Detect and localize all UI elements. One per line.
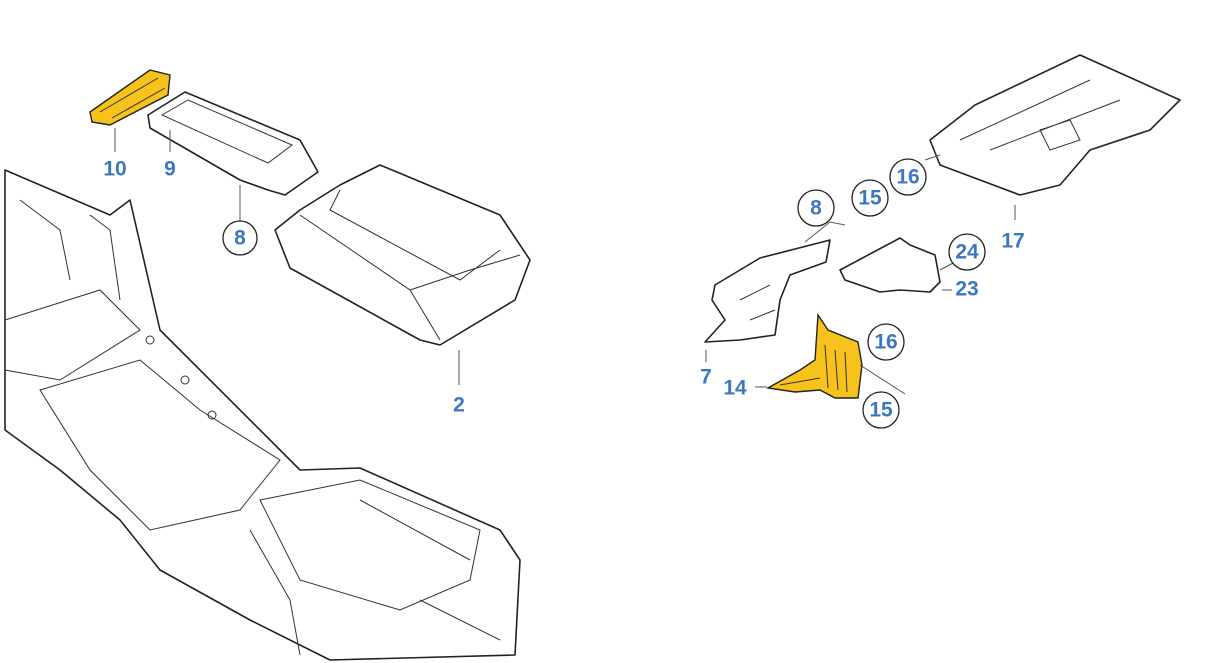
- callout-2[interactable]: 2: [453, 394, 465, 417]
- callout-16-bottom[interactable]: 16: [867, 323, 905, 361]
- callout-label: 15: [858, 187, 882, 210]
- callout-10[interactable]: 10: [103, 158, 126, 181]
- part-2-drawing: [274, 164, 531, 385]
- callout-15-bottom[interactable]: 15: [862, 391, 900, 429]
- callout-8-right[interactable]: 8: [797, 189, 835, 227]
- callout-label: 15: [869, 399, 893, 422]
- part-17-drawing: [924, 54, 1181, 220]
- callout-label: 14: [723, 377, 747, 400]
- callout-label: 16: [896, 166, 919, 189]
- callout-label: 2: [453, 394, 465, 417]
- part-14-drawing: [755, 312, 906, 399]
- callout-label: 16: [874, 331, 897, 354]
- callout-24[interactable]: 24: [948, 233, 986, 271]
- part-9-drawing: [147, 91, 319, 222]
- callout-17[interactable]: 17: [1001, 230, 1024, 253]
- callout-8-left[interactable]: 8: [222, 220, 258, 256]
- callout-label: 8: [234, 227, 246, 250]
- callout-label: 17: [1001, 230, 1024, 253]
- callout-14[interactable]: 14: [723, 377, 747, 400]
- callout-label: 9: [164, 158, 176, 181]
- callout-15-top[interactable]: 15: [851, 179, 889, 217]
- callout-16-top[interactable]: 16: [889, 158, 927, 196]
- part-23-drawing: [839, 237, 956, 293]
- callout-23[interactable]: 23: [955, 278, 978, 301]
- callout-label: 10: [103, 158, 126, 181]
- callout-label: 8: [810, 197, 822, 220]
- part-7-drawing: [704, 221, 846, 362]
- callout-7[interactable]: 7: [700, 366, 712, 389]
- callout-label: 23: [955, 278, 978, 301]
- callout-label: 7: [700, 366, 712, 389]
- callout-label: 24: [955, 241, 979, 264]
- center-console-drawing: [4, 169, 521, 661]
- part-10-drawing: [89, 69, 171, 152]
- callout-9[interactable]: 9: [164, 158, 176, 181]
